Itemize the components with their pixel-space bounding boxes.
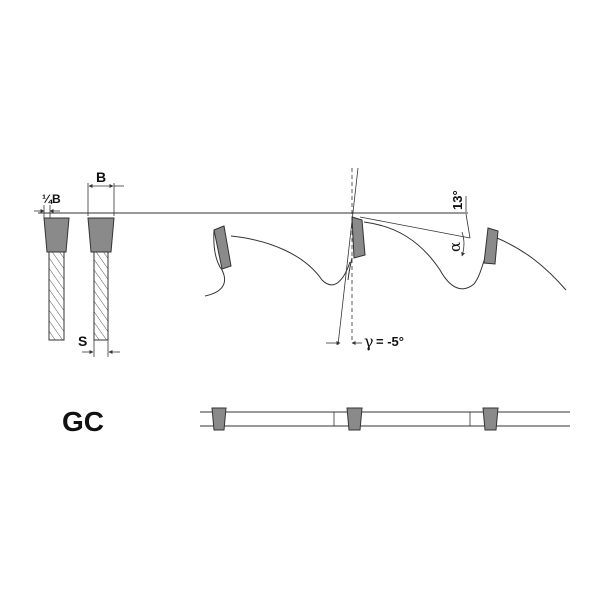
tooth-1 <box>213 225 232 270</box>
tooth-back-1 <box>230 235 351 286</box>
blade-body-right <box>93 251 109 341</box>
blade-body-left <box>48 251 65 341</box>
rake-angle-line <box>337 167 359 346</box>
gullet-2 <box>347 257 353 281</box>
quarter-b-label: ¼B <box>42 192 61 206</box>
cross-section-views: ¼B B S <box>34 169 468 357</box>
gamma-symbol: γ <box>364 332 374 351</box>
gamma-value: = -5° <box>376 334 404 349</box>
tooth-3 <box>483 227 499 265</box>
tooth-section-right <box>87 217 115 253</box>
section-quarter-b: ¼B <box>34 192 70 341</box>
alpha-symbol: α <box>446 242 464 252</box>
tooth-back-2 <box>363 221 486 290</box>
clearance-line <box>359 216 471 239</box>
s-label: S <box>78 333 87 349</box>
top-view-tooth-2 <box>346 407 363 431</box>
tooth-2 <box>351 216 366 259</box>
top-view-tooth-1 <box>211 407 227 431</box>
tooth-back-3 <box>496 237 567 291</box>
gullet-1 <box>204 229 226 297</box>
clearance-angle-label: 13° <box>450 190 465 210</box>
profile-code-label: GC <box>62 406 104 437</box>
tooth-profile-view: γ = -5° 13° α <box>204 167 567 351</box>
tooth-section-left <box>43 217 70 253</box>
tooth-sequence-top-view <box>200 407 570 431</box>
section-b: B S <box>78 169 124 357</box>
top-view-tooth-3 <box>482 407 499 431</box>
b-label: B <box>96 169 106 185</box>
